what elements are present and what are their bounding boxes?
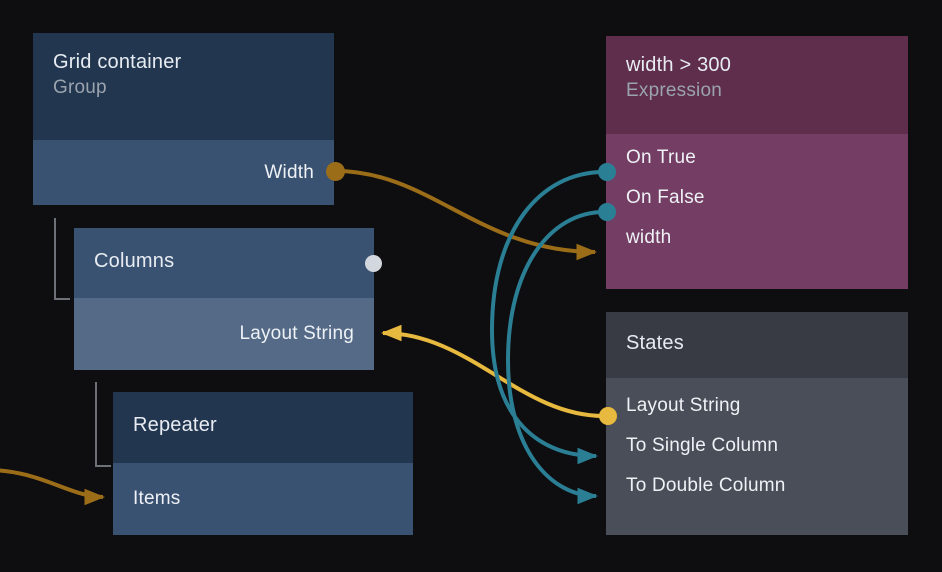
node-repeater-header[interactable]: Repeater xyxy=(113,392,413,463)
edge-on-false-to-double-column xyxy=(505,210,605,505)
port-label-to-single-column: To Single Column xyxy=(626,435,779,456)
port-label-columns-layout-string: Layout String xyxy=(239,323,354,344)
port-row-states-layout-string[interactable]: Layout String xyxy=(606,386,908,426)
node-states[interactable]: States Layout String To Single Column To… xyxy=(606,312,908,535)
port-dot-states-layout-string[interactable] xyxy=(599,407,617,425)
node-grid-container-subtitle: Group xyxy=(53,77,107,98)
node-grid-container-title: Grid container xyxy=(53,51,182,73)
edge-states-layout-to-columns-layout xyxy=(380,324,605,418)
edge-offscreen-to-repeater-items xyxy=(0,468,106,506)
hierarchy-bracket-repeater xyxy=(95,382,111,467)
node-expression-header[interactable]: width > 300 Expression xyxy=(606,36,908,134)
node-expression-title: width > 300 xyxy=(626,54,732,76)
node-columns-body: Layout String xyxy=(74,298,374,370)
edge-width-to-expression-width xyxy=(335,169,598,261)
edge-on-true-to-single-column xyxy=(489,170,605,465)
port-row-width[interactable]: Width xyxy=(33,140,334,205)
port-label-width: Width xyxy=(264,161,314,183)
node-expression[interactable]: width > 300 Expression On True On False … xyxy=(606,36,908,289)
node-states-title: States xyxy=(626,332,684,354)
node-columns-title: Columns xyxy=(94,250,175,272)
port-row-on-true[interactable]: On True xyxy=(606,138,908,178)
port-dot-columns-header[interactable] xyxy=(365,255,382,272)
port-label-on-false: On False xyxy=(626,187,705,208)
port-row-columns-layout-string[interactable]: Layout String xyxy=(74,298,374,370)
port-row-on-false[interactable]: On False xyxy=(606,178,908,218)
port-row-expression-width[interactable]: width xyxy=(606,218,908,258)
node-grid-container-body: Width xyxy=(33,140,334,205)
node-states-header[interactable]: States xyxy=(606,312,908,378)
node-expression-body: On True On False width xyxy=(606,134,908,289)
port-label-on-true: On True xyxy=(626,147,697,168)
port-dot-grid-width[interactable] xyxy=(326,162,345,181)
port-row-to-single-column[interactable]: To Single Column xyxy=(606,426,908,466)
port-dot-on-false[interactable] xyxy=(598,203,616,221)
node-repeater-body: Items xyxy=(113,463,413,535)
port-row-to-double-column[interactable]: To Double Column xyxy=(606,466,908,506)
port-label-repeater-items: Items xyxy=(133,488,181,509)
port-label-expression-width: width xyxy=(626,227,672,248)
node-columns[interactable]: Columns Layout String xyxy=(74,228,374,370)
port-label-states-layout-string: Layout String xyxy=(626,395,741,416)
node-repeater-title: Repeater xyxy=(133,414,217,436)
node-expression-subtitle: Expression xyxy=(626,80,722,101)
node-grid-container[interactable]: Grid container Group Width xyxy=(33,33,334,205)
node-repeater[interactable]: Repeater Items xyxy=(113,392,413,535)
port-label-to-double-column: To Double Column xyxy=(626,475,786,496)
port-row-repeater-items[interactable]: Items xyxy=(113,463,413,535)
port-dot-on-true[interactable] xyxy=(598,163,616,181)
node-grid-container-header[interactable]: Grid container Group xyxy=(33,33,334,140)
node-states-body: Layout String To Single Column To Double… xyxy=(606,378,908,535)
hierarchy-bracket-columns xyxy=(54,218,70,300)
node-columns-header[interactable]: Columns xyxy=(74,228,374,298)
